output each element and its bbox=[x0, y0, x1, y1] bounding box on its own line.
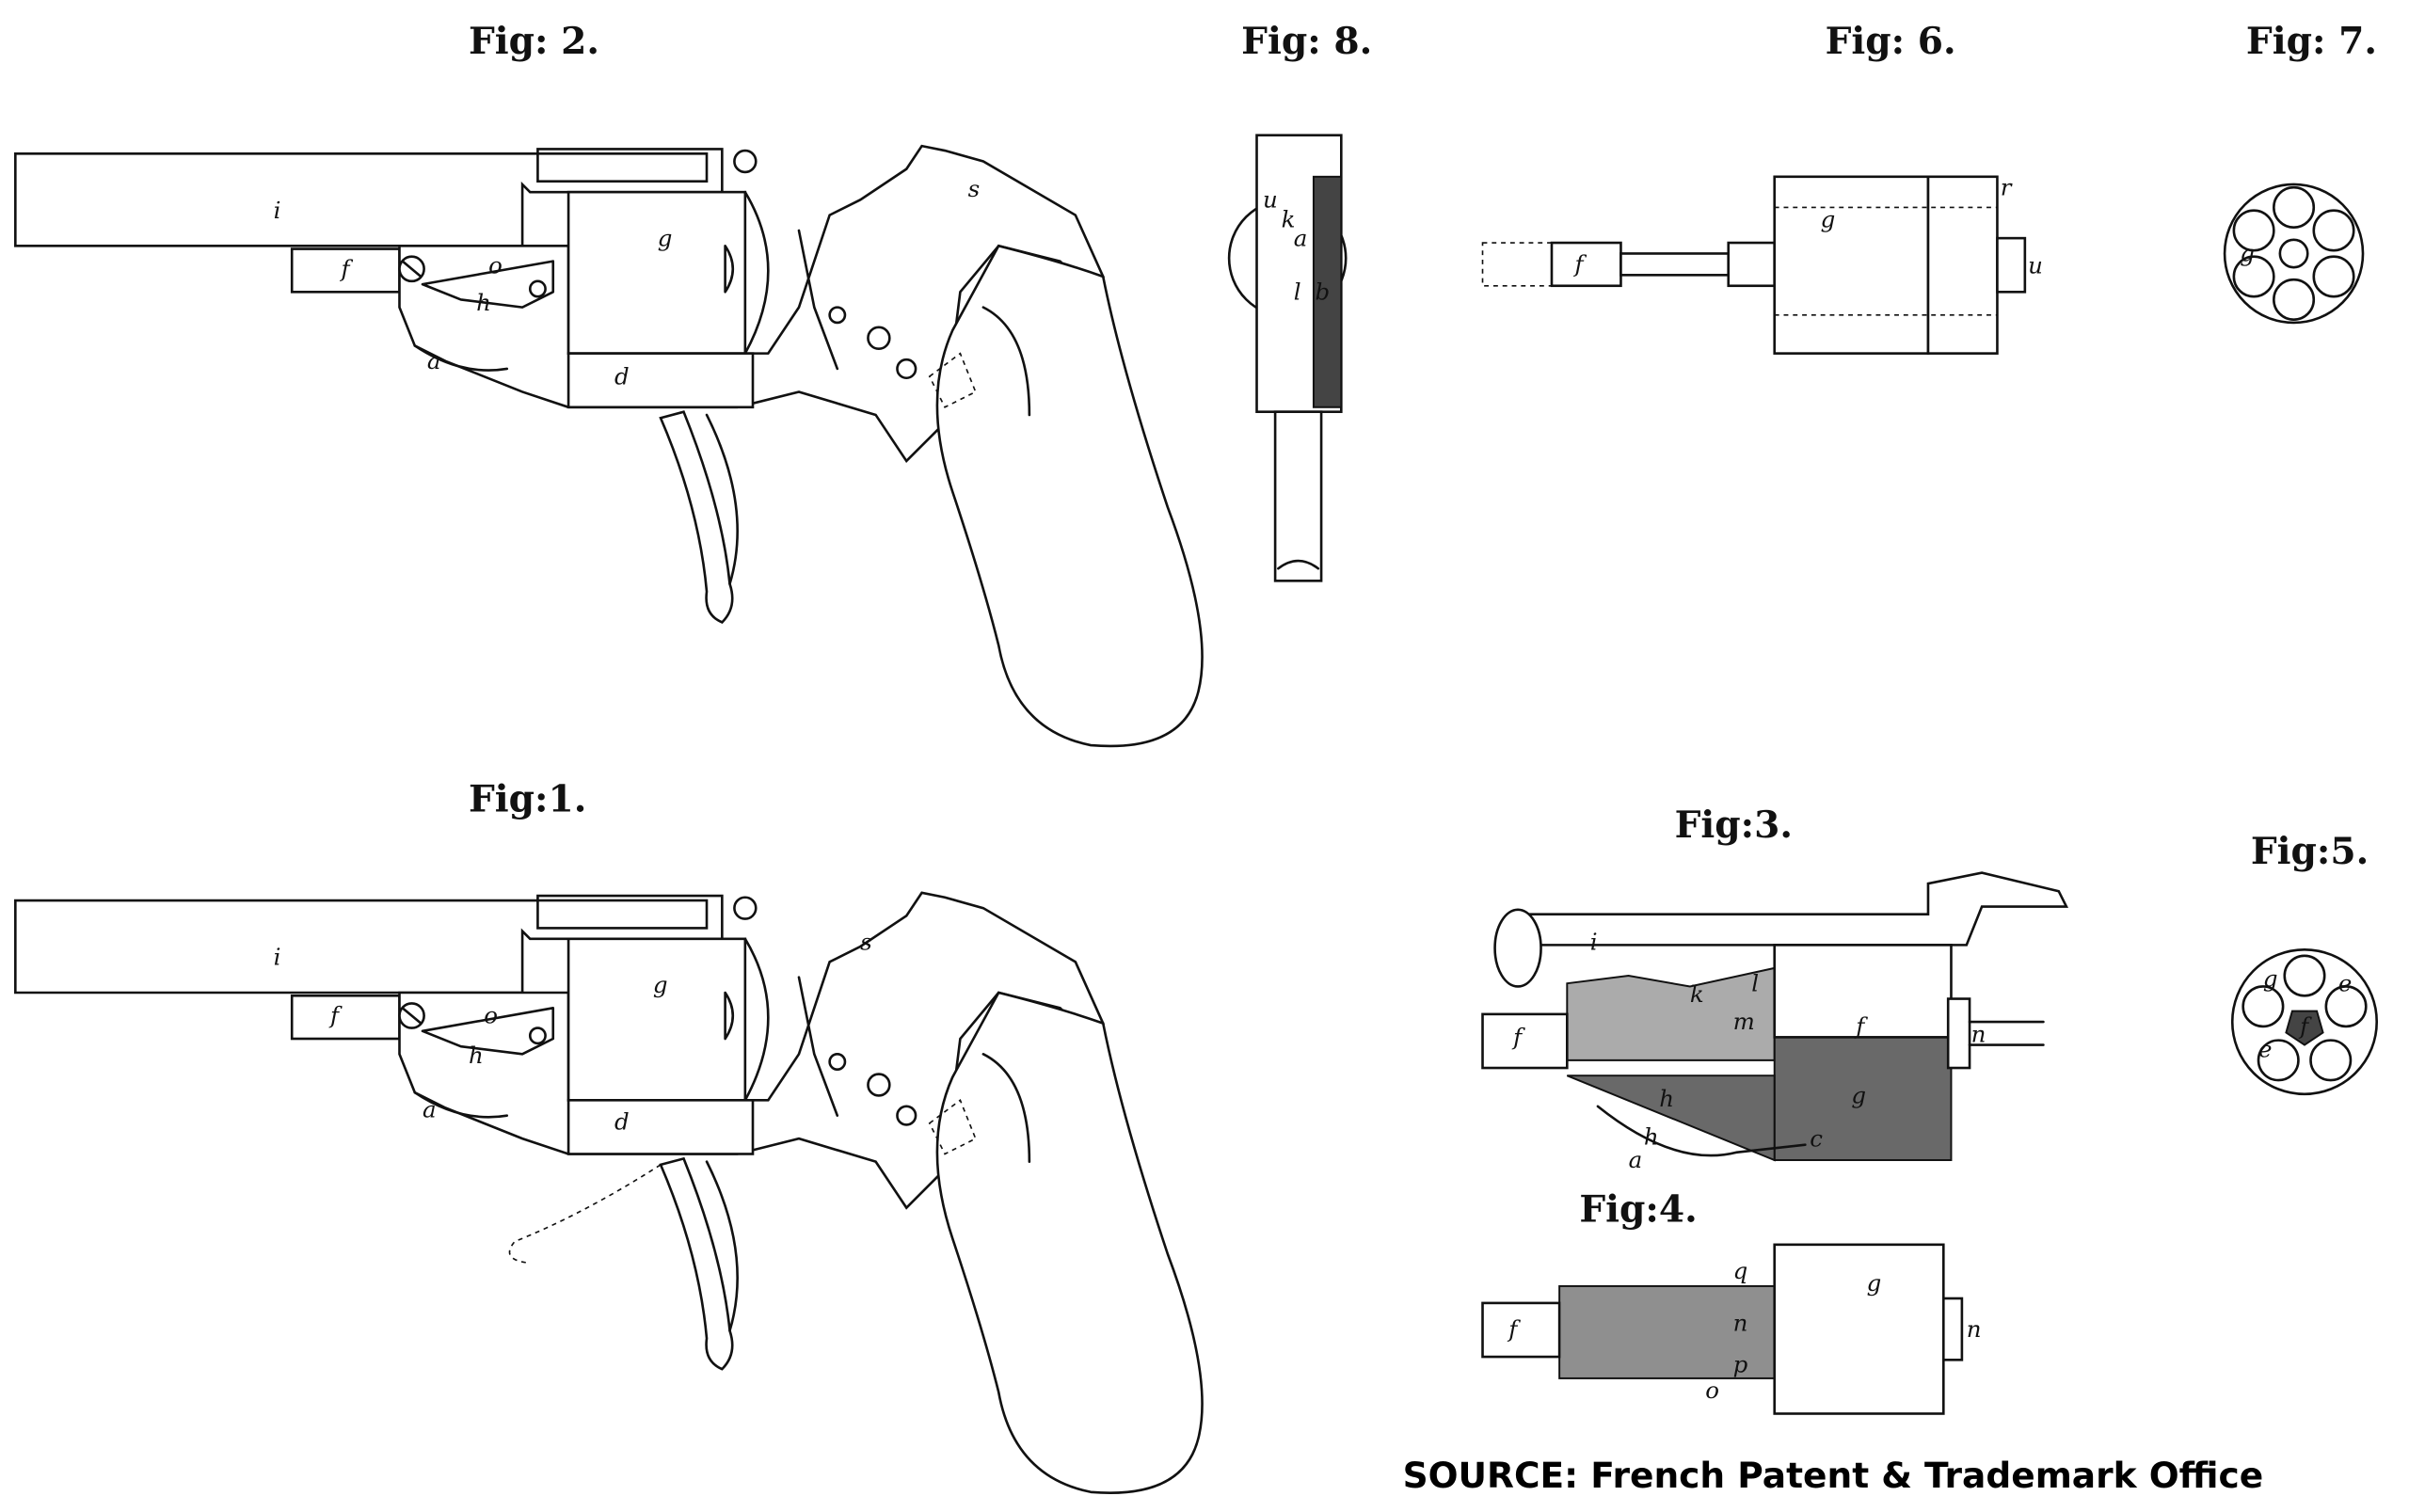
letter-label: h bbox=[1644, 1123, 1659, 1151]
letter-label: i bbox=[274, 944, 281, 971]
revolver-side-view bbox=[14, 891, 1204, 1494]
figure-7: Fig: 7. g bbox=[2223, 20, 2377, 325]
letter-label: e bbox=[2338, 969, 2352, 996]
letter-label: k bbox=[1282, 206, 1296, 233]
figure-4: Fig:4. f g q n p o n bbox=[1481, 1187, 1982, 1415]
letter-label: h bbox=[476, 289, 491, 316]
letter-label: h bbox=[1659, 1085, 1674, 1112]
figure-3-label: Fig:3. bbox=[1675, 804, 1793, 847]
letter-label: g bbox=[653, 971, 668, 998]
letter-label: g bbox=[1821, 206, 1836, 233]
letter-label: s bbox=[968, 175, 981, 202]
letter-label: n bbox=[1733, 1309, 1748, 1336]
figure-8-label: Fig: 8. bbox=[1241, 20, 1372, 63]
figure-5-label: Fig:5. bbox=[2251, 830, 2369, 873]
figure-6: Fig: 6. g f r u bbox=[1481, 20, 2043, 355]
letter-label: s bbox=[860, 928, 872, 955]
letter-label: l bbox=[1294, 278, 1301, 305]
figure-5: Fig:5. g f e e bbox=[2230, 830, 2379, 1096]
letter-label: e bbox=[2258, 1036, 2272, 1063]
letter-label: i bbox=[274, 197, 281, 224]
figure-4-label: Fig:4. bbox=[1579, 1187, 1697, 1231]
letter-label: b bbox=[1316, 278, 1331, 305]
letter-label: o bbox=[1705, 1377, 1719, 1404]
figure-2: Fig: 2. i f o h g d a s bbox=[14, 20, 1204, 748]
figure-3: Fig:3. i k l m f f g h h a c n bbox=[1481, 804, 2069, 1173]
letter-label: a bbox=[1629, 1146, 1643, 1173]
letter-label: g bbox=[1867, 1269, 1882, 1297]
letter-label: o bbox=[488, 252, 503, 279]
letter-label: m bbox=[1733, 1008, 1755, 1035]
letter-label: n bbox=[1971, 1020, 1986, 1047]
figure-2-label: Fig: 2. bbox=[469, 20, 599, 63]
figure-8: Fig: 8. u k a l b bbox=[1227, 20, 1372, 582]
letter-label: u bbox=[1263, 185, 1278, 213]
letter-label: i bbox=[1590, 928, 1598, 955]
figure-6-label: Fig: 6. bbox=[1826, 20, 1956, 63]
revolver-side-view bbox=[14, 144, 1204, 748]
figure-7-label: Fig: 7. bbox=[2246, 20, 2377, 63]
letter-label: h bbox=[469, 1042, 484, 1069]
letter-label: d bbox=[614, 1107, 630, 1135]
letter-label: c bbox=[1810, 1124, 1823, 1152]
letter-label: g bbox=[2263, 964, 2278, 992]
letter-label: g bbox=[1851, 1082, 1866, 1109]
letter-label: n bbox=[1967, 1315, 1982, 1343]
letter-label: a bbox=[427, 347, 441, 374]
letter-label: p bbox=[1733, 1350, 1748, 1377]
letter-label: q bbox=[1733, 1257, 1748, 1284]
source-caption: SOURCE: French Patent & Trademark Office bbox=[1403, 1455, 2264, 1496]
figure-1-label: Fig:1. bbox=[469, 777, 586, 820]
figure-1: Fig:1. i f o h g d a s bbox=[14, 777, 1204, 1494]
letter-label: r bbox=[2001, 173, 2013, 200]
letter-label: l bbox=[1751, 969, 1759, 996]
letter-label: d bbox=[614, 362, 630, 390]
letter-label: k bbox=[1690, 980, 1704, 1008]
letter-label: a bbox=[1294, 224, 1308, 251]
letter-label: g bbox=[658, 224, 673, 251]
trigger-dashed-outline bbox=[508, 1164, 662, 1265]
letter-label: g bbox=[2240, 240, 2255, 267]
letter-label: a bbox=[423, 1095, 437, 1122]
letter-label: o bbox=[484, 1002, 498, 1029]
letter-label: u bbox=[2028, 252, 2043, 279]
